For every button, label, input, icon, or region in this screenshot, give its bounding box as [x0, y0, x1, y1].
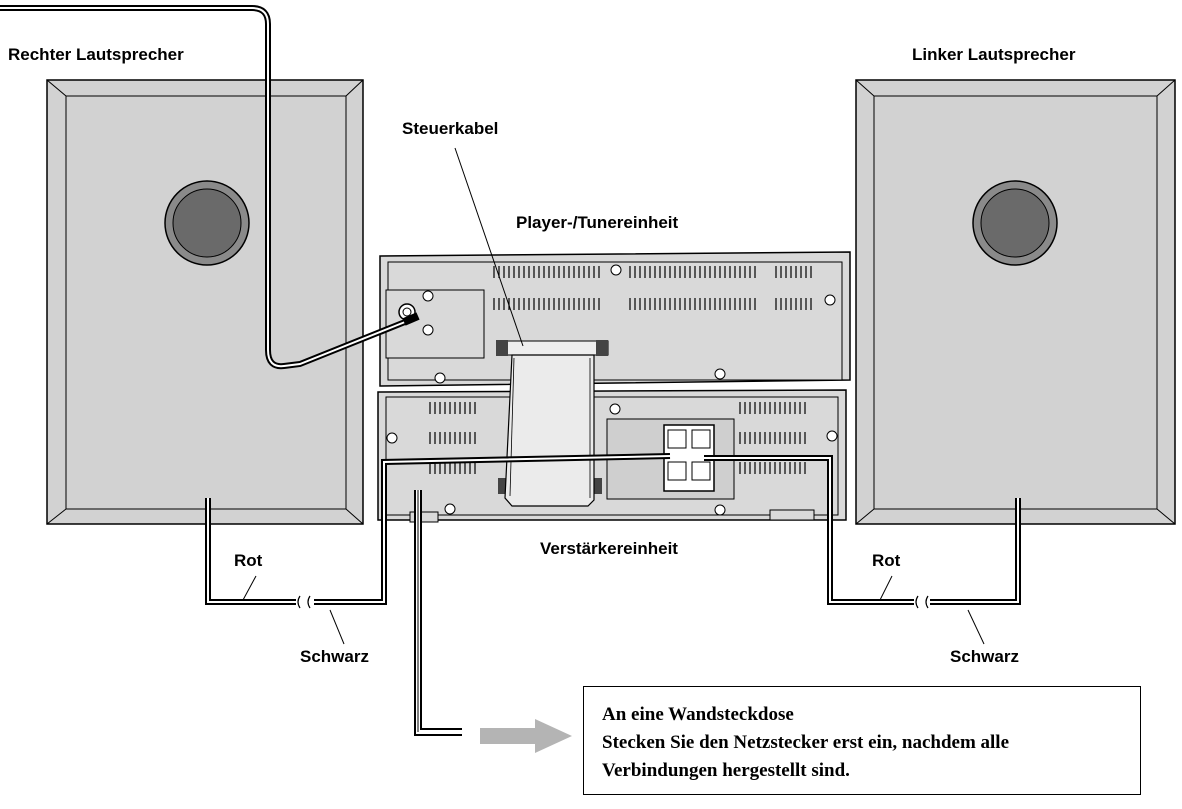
amplifier-unit-label: Verstärkereinheit: [540, 539, 678, 558]
right-speaker-label: Rechter Lautsprecher: [8, 45, 184, 64]
player-tuner-unit: [379, 251, 851, 387]
right-speaker: [46, 79, 364, 525]
note-line-3: Verbindungen hergestellt sind.: [602, 760, 850, 781]
leader-schwarz-right: [967, 609, 985, 645]
leader-rot-left: [242, 575, 257, 601]
arrow-to-outlet: [480, 719, 572, 753]
left-speaker-label: Linker Lautsprecher: [912, 45, 1076, 64]
leader-schwarz-left: [329, 609, 345, 645]
ac-power-cord: [414, 490, 462, 736]
control-ribbon-cable: [504, 354, 595, 507]
note-line-2: Stecken Sie den Netzstecker erst ein, na…: [602, 732, 1010, 753]
speaker-cable-left: [704, 455, 1021, 609]
woofer-left: [980, 188, 1050, 258]
red-label-left: Rot: [234, 551, 263, 570]
black-label-right: Schwarz: [950, 647, 1019, 666]
wall-outlet-note: An eine Wandsteckdose Stecken Sie den Ne…: [583, 686, 1141, 795]
leader-rot-right: [879, 575, 893, 601]
black-label-left: Schwarz: [300, 647, 369, 666]
speaker-cable-right: [205, 453, 671, 609]
leader-steuerkabel: [454, 147, 524, 347]
red-label-right: Rot: [872, 551, 901, 570]
left-speaker: [855, 79, 1176, 525]
player-tuner-unit-label: Player-/Tunereinheit: [516, 213, 679, 232]
note-line-1: An eine Wandsteckdose: [602, 704, 794, 725]
woofer-right: [172, 188, 242, 258]
control-cable-label: Steuerkabel: [402, 119, 499, 138]
